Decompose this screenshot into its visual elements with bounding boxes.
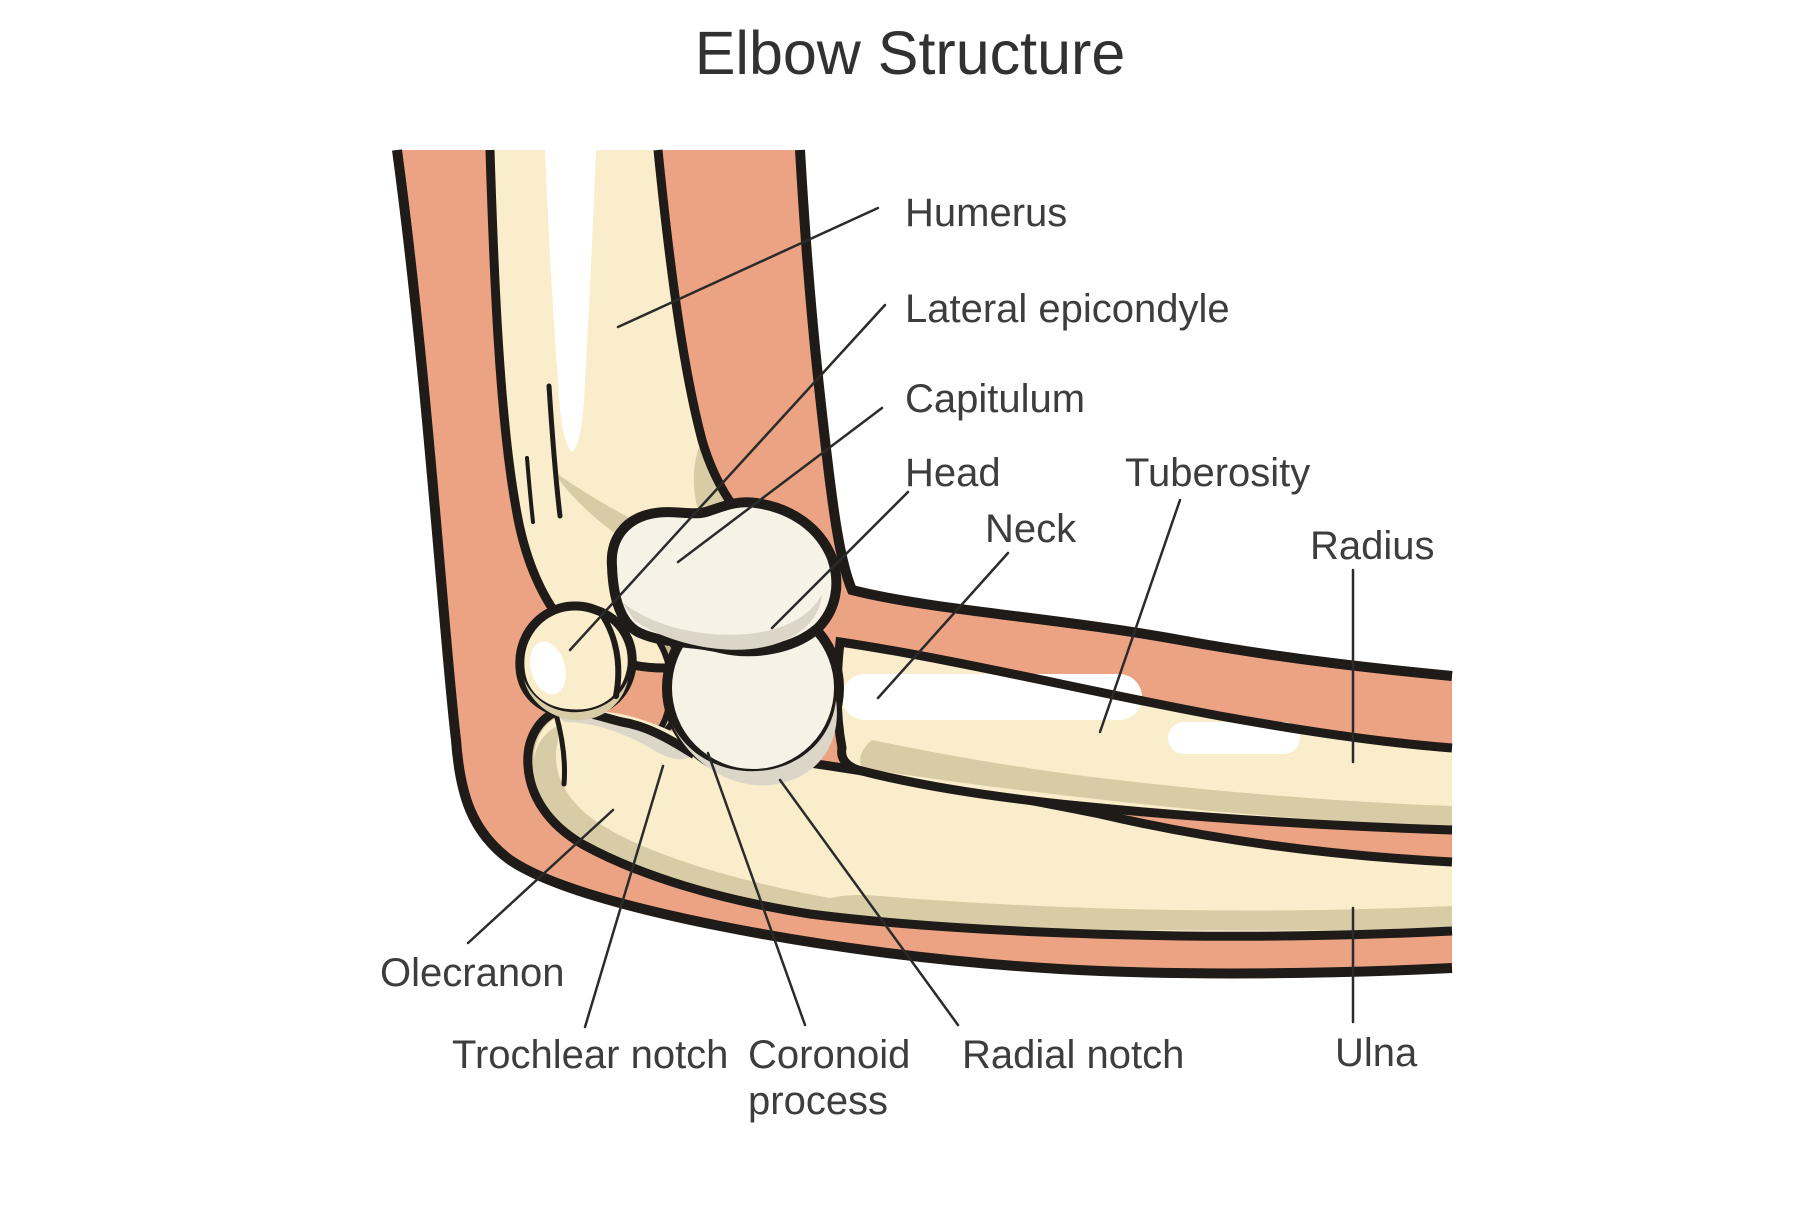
label-radial-notch: Radial notch	[962, 1033, 1185, 1077]
leader-line-radial-notch	[778, 778, 960, 1027]
diagram-title: Elbow Structure	[694, 19, 1126, 87]
label-trochlear-notch: Trochlear notch	[452, 1033, 729, 1077]
leader-line-neck	[876, 551, 1010, 700]
trochlear-notch-surface	[559, 710, 694, 760]
supracondylar-ridge-line	[546, 383, 563, 519]
label-neck: Neck	[985, 507, 1077, 551]
radius-bottom-shadow	[860, 740, 1452, 827]
label-coronoid-process: Coronoid process	[748, 1033, 911, 1123]
radius-highlight-2	[1168, 722, 1300, 754]
capitulum-shadow	[622, 594, 822, 650]
label-head: Head	[905, 451, 1001, 495]
label-humerus: Humerus	[905, 191, 1068, 235]
label-tuberosity: Tuberosity	[1125, 451, 1311, 495]
label-capitulum: Capitulum	[905, 377, 1086, 421]
olecranon-shadow	[529, 714, 1150, 936]
label-radius: Radius	[1310, 524, 1435, 568]
supracondylar-ridge-line-2	[525, 456, 535, 524]
skin-outline-left	[392, 149, 1453, 979]
leader-line-olecranon	[466, 808, 615, 945]
epicondyle-highlight	[530, 641, 566, 695]
leader-line-tuberosity	[1098, 498, 1182, 734]
ulna-bottom-shadow	[800, 894, 1452, 931]
capitulum-bone	[606, 497, 842, 657]
trochlea-groove-line	[597, 609, 622, 699]
leader-line-capitulum	[676, 406, 884, 564]
epicondyle-shadow	[524, 680, 628, 721]
leader-line-humerus	[616, 206, 880, 329]
leader-line-coronoid-process	[706, 751, 807, 1027]
skin-outline-inner	[795, 149, 1453, 681]
label-olecranon: Olecranon	[380, 951, 565, 995]
humerus-highlight	[545, 150, 596, 452]
radius-outline	[832, 636, 1453, 835]
leader-line-trochlear-notch	[583, 764, 665, 1029]
radius-highlight	[842, 674, 1142, 720]
label-lateral-epicondyle: Lateral epicondyle	[905, 287, 1230, 331]
label-ulna: Ulna	[1335, 1031, 1418, 1075]
leader-line-head	[770, 490, 910, 630]
leader-line-lateral-epicondyle	[568, 303, 887, 652]
olecranon-beak-line	[553, 711, 567, 787]
